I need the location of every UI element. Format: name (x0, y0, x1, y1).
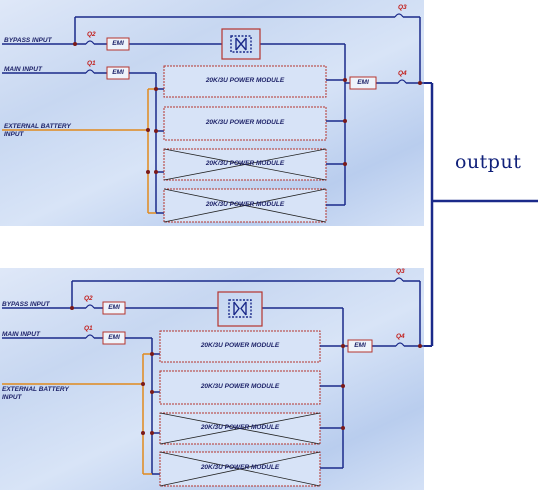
q2-switch-icon (85, 304, 95, 309)
module-feeds-bottom (152, 353, 160, 475)
static-switch-icon (228, 299, 252, 318)
q1-label: Q1 (84, 325, 93, 332)
module-2-label: 20K/3U POWER MODULE (205, 119, 285, 126)
module-4-top (163, 188, 327, 223)
main-input-label: MAIN INPUT (4, 66, 42, 73)
emi-output-label: EMI (357, 79, 369, 86)
module-feeds-top (156, 88, 164, 214)
bypass-input-label: BYPASS INPUT (2, 301, 50, 308)
q3-switch-icon (394, 277, 404, 282)
module-outputs-bottom (320, 345, 424, 469)
emi-output-box (347, 339, 373, 353)
module-4-label: 20K/3U POWER MODULE (200, 464, 280, 471)
module-outputs-top (326, 79, 424, 206)
q2-label: Q2 (84, 295, 93, 302)
emi-bypass-box (106, 37, 130, 51)
emi-main-label: EMI (108, 334, 120, 341)
q4-label: Q4 (396, 333, 405, 340)
ups-diagram-top: BYPASS INPUT MAIN INPUT EXTERNAL BATTERY… (0, 0, 424, 226)
q3-switch-icon (394, 13, 404, 18)
junction-nodes-bottom (70, 306, 422, 435)
emi-main-label: EMI (112, 69, 124, 76)
q2-label: Q2 (87, 31, 96, 38)
q2-switch-icon (85, 40, 95, 45)
module-4-bottom (159, 451, 321, 487)
module-1-top (163, 65, 327, 98)
q4-switch-icon (397, 79, 407, 84)
static-switch-box (221, 28, 261, 60)
ups-diagram-bottom: BYPASS INPUT MAIN INPUT EXTERNAL BATTERY… (0, 268, 424, 490)
q3-label: Q3 (398, 4, 407, 11)
emi-output-label: EMI (354, 342, 366, 349)
q3-label: Q3 (396, 268, 405, 275)
module-4-label: 20K/3U POWER MODULE (205, 201, 285, 208)
main-input-label: MAIN INPUT (2, 331, 40, 338)
q1-switch-icon (85, 69, 95, 74)
module-3-top (163, 148, 327, 181)
module-2-top (163, 106, 327, 141)
module-3-bottom (159, 412, 321, 445)
static-switch-icon (230, 35, 252, 53)
q1-label: Q1 (87, 60, 96, 67)
output-bus (424, 82, 538, 347)
module-1-label: 20K/3U POWER MODULE (200, 342, 280, 349)
junction-nodes-top (73, 42, 422, 174)
output-label: output (455, 151, 522, 173)
battery-input-label: EXTERNAL BATTERY INPUT (2, 386, 69, 401)
emi-bypass-label: EMI (108, 304, 120, 311)
emi-bypass-label: EMI (112, 40, 124, 47)
module-3-label: 20K/3U POWER MODULE (205, 160, 285, 167)
q1-switch-icon (85, 334, 95, 339)
q4-switch-icon (395, 342, 405, 347)
emi-bypass-box (102, 301, 126, 315)
q4-label: Q4 (398, 70, 407, 77)
module-1-label: 20K/3U POWER MODULE (205, 77, 285, 84)
module-2-bottom (159, 370, 321, 405)
wiring-bottom (2, 277, 424, 487)
static-switch-box (217, 291, 263, 327)
module-2-label: 20K/3U POWER MODULE (200, 383, 280, 390)
module-3-label: 20K/3U POWER MODULE (200, 424, 280, 431)
emi-output-box (349, 76, 377, 90)
bypass-input-label: BYPASS INPUT (4, 37, 52, 44)
battery-input-label: EXTERNAL BATTERY INPUT (4, 123, 71, 138)
wiring-top (2, 13, 424, 223)
